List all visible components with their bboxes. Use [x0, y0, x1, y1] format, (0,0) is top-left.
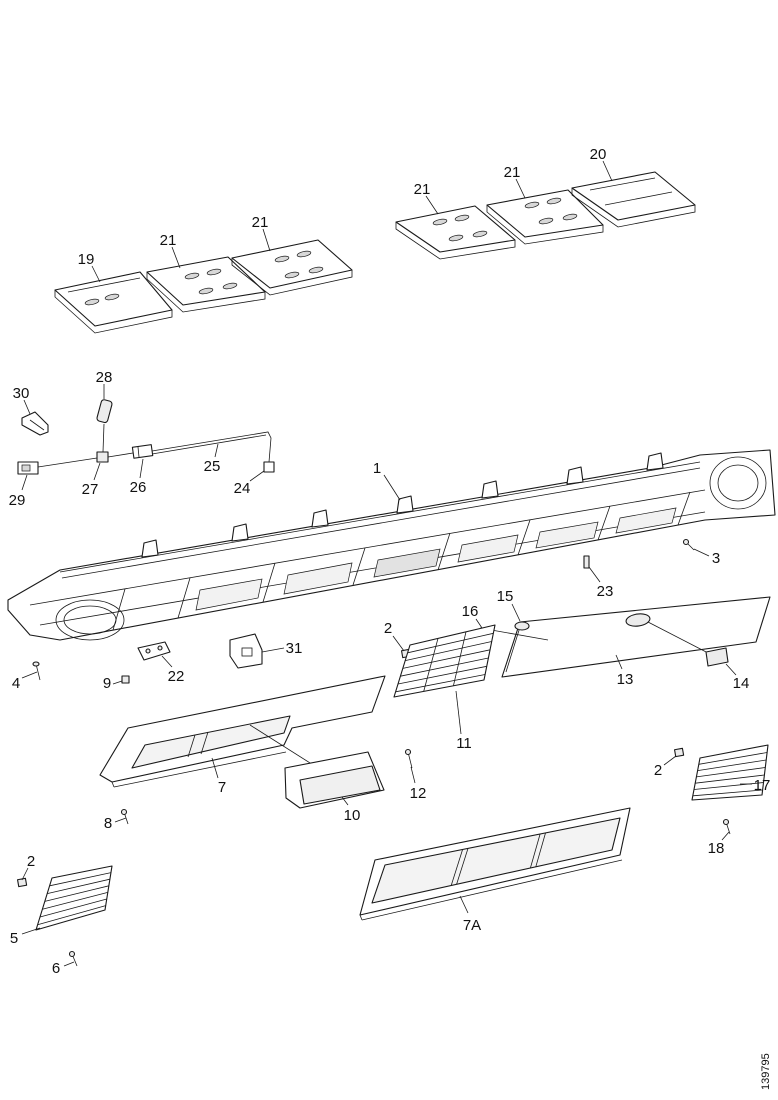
- callout-2: 2: [654, 762, 662, 779]
- callout-3: 3: [712, 550, 720, 567]
- callout-30: 30: [13, 385, 30, 402]
- screw-4: [32, 661, 41, 681]
- callout-1: 1: [373, 460, 381, 477]
- callout-13: 13: [617, 671, 634, 688]
- panel-7: [99, 675, 386, 788]
- callout-26: 26: [130, 479, 147, 496]
- callout-17: 17: [754, 777, 771, 794]
- callout-19: 19: [78, 251, 95, 268]
- callout-24: 24: [234, 480, 251, 497]
- callout-2: 2: [27, 853, 35, 870]
- callout-6: 6: [52, 960, 60, 977]
- callout-8: 8: [104, 815, 112, 832]
- clip-9: [121, 675, 130, 684]
- clip-23: [583, 555, 590, 569]
- callout-22: 22: [168, 668, 185, 685]
- tray-20: [571, 171, 696, 228]
- part-26-plug: [131, 444, 154, 459]
- callout-21: 21: [414, 181, 431, 198]
- bezel-10: [284, 751, 385, 809]
- callout-9: 9: [103, 675, 111, 692]
- tray-21-right-a: [395, 205, 516, 260]
- drawing-number: 139795: [760, 1053, 772, 1090]
- callout-31: 31: [286, 640, 303, 657]
- screw-6: [68, 950, 78, 967]
- part-27-junction: [96, 451, 134, 463]
- callout-28: 28: [96, 369, 113, 386]
- callout-7a: 7A: [463, 917, 481, 934]
- screw-12: [404, 748, 413, 769]
- part-24-terminal: [263, 461, 275, 473]
- leader-lines: [21, 160, 752, 967]
- callout-11: 11: [456, 735, 472, 752]
- callout-12: 12: [410, 785, 427, 802]
- callout-4: 4: [12, 675, 20, 692]
- callout-27: 27: [82, 481, 99, 498]
- vent-11: [393, 624, 496, 698]
- screw-3: [682, 538, 695, 551]
- callout-7: 7: [218, 779, 226, 796]
- screw-8: [120, 808, 129, 825]
- callout-21: 21: [504, 164, 521, 181]
- part-15: [514, 621, 530, 631]
- callout-20: 20: [590, 146, 607, 163]
- callouts: 19 21 21 21 21 20 28 30 29 27 26 25 24 1…: [9, 146, 771, 977]
- part-30-bracket: [21, 411, 49, 436]
- callout-23: 23: [597, 583, 614, 600]
- clip-2-left: [16, 877, 28, 888]
- callout-16: 16: [462, 603, 479, 620]
- part-14: [705, 647, 729, 667]
- callout-15: 15: [497, 588, 514, 605]
- callout-14: 14: [733, 675, 750, 692]
- bracket-31: [229, 633, 263, 669]
- screw-18: [722, 818, 731, 835]
- vent-5: [35, 865, 113, 931]
- main-frame-1: [7, 449, 776, 641]
- callout-5: 5: [10, 930, 18, 947]
- panel-13: [501, 596, 771, 678]
- panel-7a: [359, 807, 631, 921]
- callout-10: 10: [344, 807, 361, 824]
- callout-21: 21: [160, 232, 177, 249]
- leader-bezel-10-to-panel-7: [249, 724, 319, 769]
- callout-29: 29: [9, 492, 26, 509]
- callout-25: 25: [204, 458, 221, 475]
- tray-21-left-a: [146, 256, 266, 313]
- part-29-connector: [17, 457, 98, 475]
- callout-21: 21: [252, 214, 269, 231]
- clip-2-right: [673, 747, 685, 758]
- tray-21-left-b: [231, 239, 353, 296]
- part-28-cylinder: [96, 399, 113, 453]
- bracket-22: [137, 641, 171, 661]
- callout-2: 2: [384, 620, 392, 637]
- cable-25: [151, 431, 272, 463]
- tray-21-right-b: [486, 189, 604, 245]
- tray-19: [54, 271, 173, 334]
- vent-17: [691, 744, 769, 801]
- callout-18: 18: [708, 840, 725, 857]
